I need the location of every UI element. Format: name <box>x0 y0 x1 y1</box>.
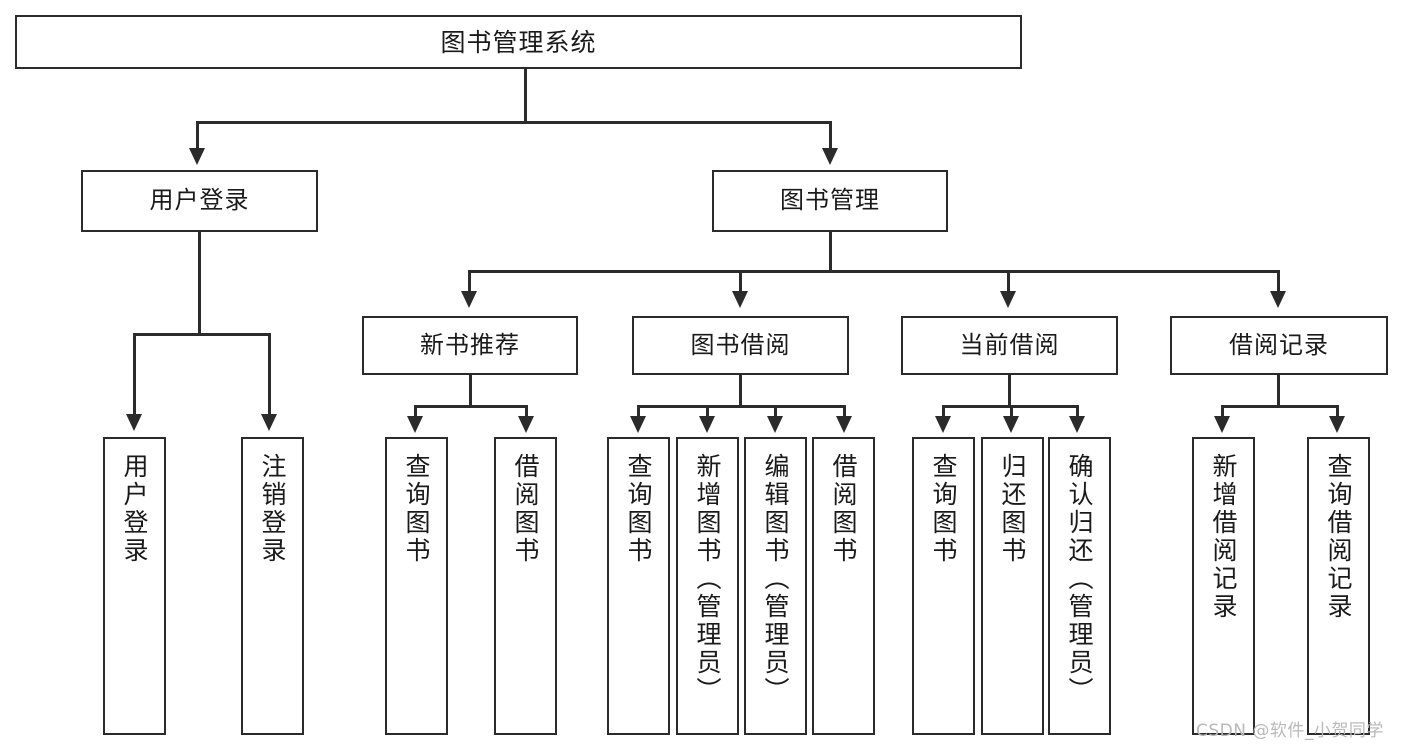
edge-book-borrow-to-leaf-1 <box>637 405 640 417</box>
arrowhead-new-book-leaf-1 <box>407 416 423 433</box>
leaf-current-borrow-query[interactable]: 查询图书 <box>912 437 975 735</box>
edge-book-borrow-to-leaf-3 <box>774 405 777 417</box>
arrowhead-book-borrow-leaf-3 <box>767 416 783 433</box>
node-book-borrow[interactable]: 图书借阅 <box>632 316 849 375</box>
arrowhead-new-book <box>461 291 477 308</box>
edge-root-to-book-mgmt <box>829 121 832 149</box>
node-borrow-record[interactable]: 借阅记录 <box>1170 316 1388 375</box>
arrowhead-user-login-leaf-2 <box>261 414 277 431</box>
edge-new-book-bus <box>414 405 528 408</box>
arrowhead-current-borrow <box>1000 291 1016 308</box>
leaf-book-borrow-query[interactable]: 查询图书 <box>607 437 670 735</box>
arrowhead-new-book-leaf-2 <box>518 416 534 433</box>
leaf-new-book-borrow[interactable]: 借阅图书 <box>494 437 557 735</box>
edge-book-mgmt-to-book-borrow <box>739 270 742 292</box>
node-new-book-recommend[interactable]: 新书推荐 <box>362 316 578 375</box>
node-label: 用户登录 <box>149 186 250 215</box>
edge-book-mgmt-stem <box>829 232 832 272</box>
edge-root-to-user-login <box>196 121 199 149</box>
edge-book-borrow-stem <box>739 375 742 407</box>
node-label: 当前借阅 <box>959 330 1060 359</box>
node-label: 借阅图书 <box>829 453 858 565</box>
edge-user-login-bus <box>133 333 271 336</box>
node-label: 注销登录 <box>258 453 287 565</box>
edge-user-login-to-leaf-1 <box>133 333 136 415</box>
edge-book-mgmt-to-new-book <box>468 270 471 292</box>
arrowhead-book-borrow-leaf-2 <box>699 416 715 433</box>
edge-book-mgmt-to-borrow-record <box>1277 270 1280 292</box>
leaf-borrow-record-query[interactable]: 查询借阅记录 <box>1307 437 1370 735</box>
edge-new-book-to-leaf-2 <box>525 405 528 417</box>
node-label: 借阅记录 <box>1229 330 1329 359</box>
edge-borrow-record-to-leaf-2 <box>1336 405 1339 417</box>
arrowhead-borrow-record-leaf-1 <box>1214 416 1230 433</box>
edge-current-borrow-to-leaf-3 <box>1076 405 1079 417</box>
node-label: 查询图书 <box>929 453 958 565</box>
arrowhead-book-borrow <box>732 291 748 308</box>
edge-borrow-record-stem <box>1277 375 1280 407</box>
node-label: 新书推荐 <box>420 330 520 359</box>
edge-root-stem <box>524 69 527 123</box>
node-label: 新增借阅记录 <box>1209 453 1238 621</box>
node-label: 图书管理 <box>780 186 880 215</box>
edge-root-bus <box>196 121 832 124</box>
node-label: 归还图书 <box>998 453 1027 565</box>
node-label: 新增图书（管理员） <box>693 453 722 705</box>
edge-book-borrow-to-leaf-4 <box>843 405 846 417</box>
edge-current-borrow-stem <box>1008 375 1011 407</box>
arrowhead-user-login-leaf-1 <box>126 414 142 431</box>
arrowhead-current-borrow-leaf-2 <box>1003 416 1019 433</box>
node-label: 查询图书 <box>624 453 653 565</box>
edge-user-login-stem <box>198 232 201 335</box>
watermark-text: CSDN @软件_小贺同学 <box>1196 721 1384 741</box>
node-label: 查询借阅记录 <box>1324 453 1353 621</box>
node-root-system[interactable]: 图书管理系统 <box>15 15 1022 69</box>
node-label: 查询图书 <box>402 453 431 565</box>
leaf-borrow-record-add[interactable]: 新增借阅记录 <box>1192 437 1255 735</box>
node-current-borrow[interactable]: 当前借阅 <box>901 316 1118 375</box>
edge-borrow-record-to-leaf-1 <box>1221 405 1224 417</box>
arrowhead-borrow-record <box>1270 291 1286 308</box>
arrowhead-current-borrow-leaf-3 <box>1069 416 1085 433</box>
edge-borrow-record-bus <box>1221 405 1338 408</box>
leaf-book-borrow-add[interactable]: 新增图书（管理员） <box>676 437 739 735</box>
leaf-user-login-logout[interactable]: 注销登录 <box>241 437 304 735</box>
edge-current-borrow-to-leaf-1 <box>942 405 945 417</box>
arrowhead-borrow-record-leaf-2 <box>1329 416 1345 433</box>
leaf-new-book-query[interactable]: 查询图书 <box>385 437 448 735</box>
arrowhead-current-borrow-leaf-1 <box>935 416 951 433</box>
node-label: 图书借阅 <box>690 330 791 359</box>
leaf-book-borrow-edit[interactable]: 编辑图书（管理员） <box>744 437 807 735</box>
edge-book-borrow-to-leaf-2 <box>706 405 709 417</box>
node-user-login[interactable]: 用户登录 <box>81 170 318 232</box>
node-label: 图书管理系统 <box>440 27 597 57</box>
edge-new-book-to-leaf-1 <box>414 405 417 417</box>
node-label: 确认归还（管理员） <box>1065 453 1094 705</box>
leaf-user-login-login[interactable]: 用户登录 <box>103 437 166 735</box>
edge-book-mgmt-to-current-borrow <box>1007 270 1010 292</box>
leaf-current-borrow-confirm-return[interactable]: 确认归还（管理员） <box>1048 437 1111 735</box>
arrowhead-book-mgmt <box>822 148 838 165</box>
edge-user-login-to-leaf-2 <box>268 333 271 415</box>
leaf-book-borrow-borrow[interactable]: 借阅图书 <box>812 437 875 735</box>
node-label: 编辑图书（管理员） <box>761 453 790 705</box>
leaf-current-borrow-return[interactable]: 归还图书 <box>981 437 1044 735</box>
edge-current-borrow-to-leaf-2 <box>1010 405 1013 417</box>
node-label: 用户登录 <box>120 453 149 565</box>
edge-new-book-stem <box>469 375 472 407</box>
edge-book-mgmt-bus <box>468 270 1280 273</box>
arrowhead-user-login <box>189 148 205 165</box>
node-label: 借阅图书 <box>511 453 540 565</box>
node-book-management[interactable]: 图书管理 <box>712 170 948 232</box>
edge-book-borrow-bus <box>637 405 846 408</box>
arrowhead-book-borrow-leaf-4 <box>836 416 852 433</box>
arrowhead-book-borrow-leaf-1 <box>630 416 646 433</box>
